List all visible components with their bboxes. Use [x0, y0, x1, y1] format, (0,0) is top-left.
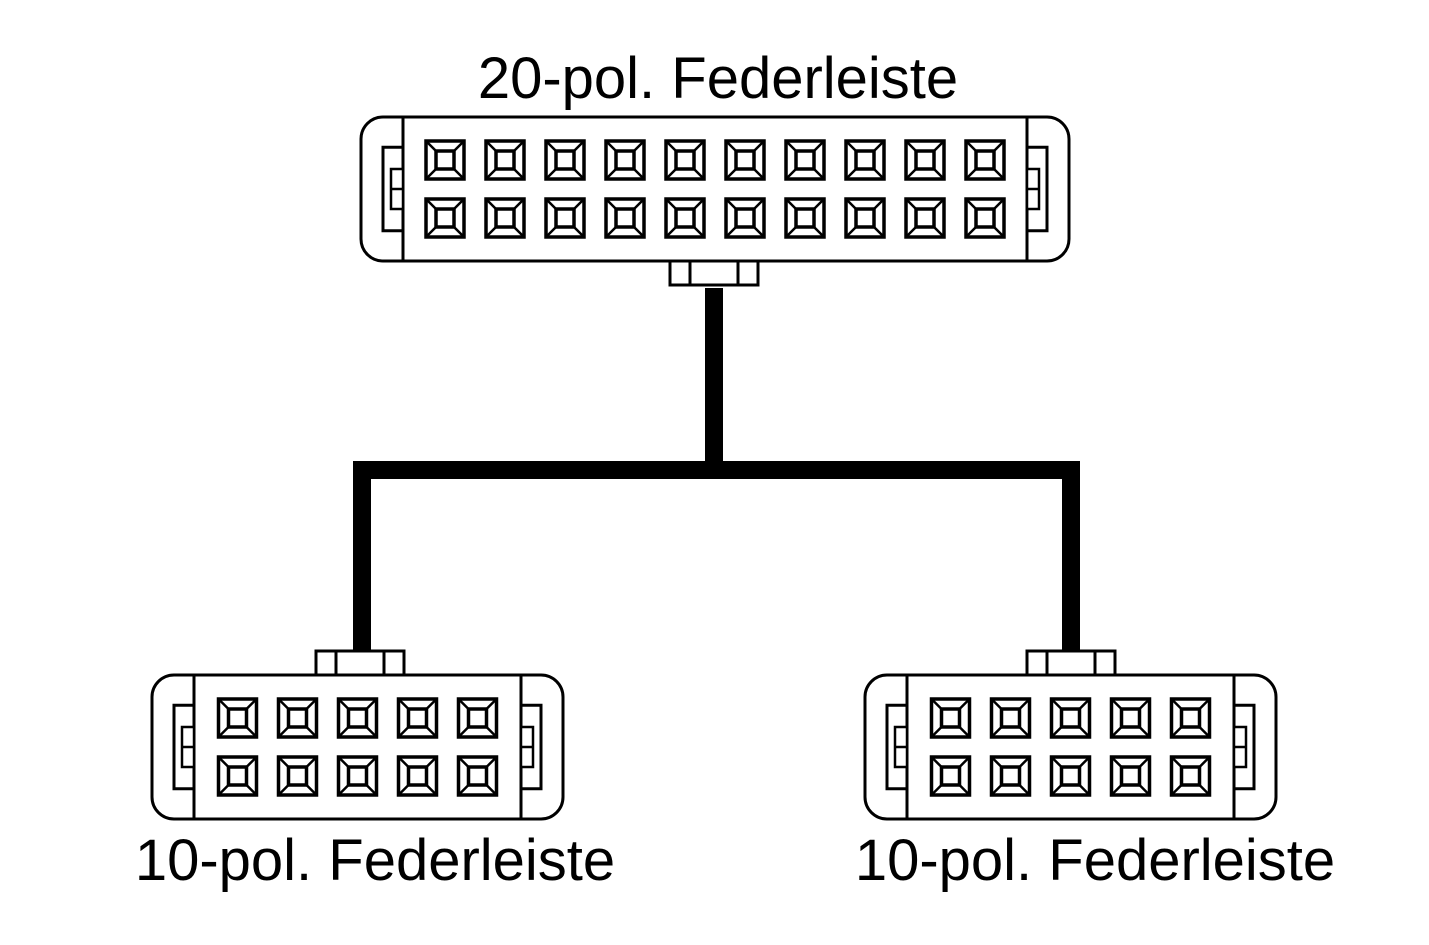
connector-housing	[150, 673, 565, 821]
contact-pin	[664, 197, 706, 239]
contact-pin	[989, 697, 1032, 739]
contact-pin	[904, 139, 946, 181]
contact-pin	[1109, 697, 1152, 739]
contact-pin	[964, 139, 1006, 181]
connector-10-pin-left	[150, 649, 565, 821]
contact-pin	[396, 755, 439, 797]
contact-pin	[1169, 697, 1212, 739]
connector-bottom-right-label: 10-pol. Federleiste	[855, 828, 1335, 893]
contact-pin	[604, 197, 646, 239]
contact-pin	[216, 755, 259, 797]
contact-pin	[604, 139, 646, 181]
contact-pin	[844, 139, 886, 181]
contact-pin	[844, 197, 886, 239]
connector-bottom-left-label: 10-pol. Federleiste	[135, 828, 615, 893]
contact-pin	[276, 697, 319, 739]
contact-pin	[424, 139, 466, 181]
contact-pin	[276, 755, 319, 797]
contact-pin	[396, 697, 439, 739]
contact-pin	[989, 755, 1032, 797]
contact-pin	[544, 139, 586, 181]
latch-right	[1232, 703, 1256, 791]
contact-pin	[424, 197, 466, 239]
latch-right	[519, 703, 543, 791]
contact-pin	[484, 197, 526, 239]
latch-left	[172, 703, 196, 791]
contact-pin	[964, 197, 1006, 239]
contact-pin	[929, 755, 972, 797]
contact-pin	[544, 197, 586, 239]
contact-pin	[929, 697, 972, 739]
contact-pin	[456, 697, 499, 739]
connector-housing	[863, 673, 1278, 821]
latch-left	[885, 703, 909, 791]
cable-branch-left	[353, 461, 1080, 651]
cable	[353, 288, 1080, 651]
latch-left	[381, 145, 405, 233]
contact-pin	[336, 697, 379, 739]
connector-tab	[1025, 649, 1117, 679]
contact-pin	[1049, 755, 1092, 797]
connector-20-pin	[359, 115, 1071, 287]
contact-pin	[456, 755, 499, 797]
connector-tab	[668, 257, 760, 287]
contact-pin	[724, 197, 766, 239]
contact-pin	[484, 139, 526, 181]
contact-pin	[336, 755, 379, 797]
contact-pin	[664, 139, 706, 181]
contact-pin	[1169, 755, 1212, 797]
connector-top-label: 20-pol. Federleiste	[478, 46, 958, 111]
connector-housing	[359, 115, 1071, 263]
contact-pin	[216, 697, 259, 739]
contact-pin	[784, 139, 826, 181]
contact-pin	[904, 197, 946, 239]
contact-pin	[724, 139, 766, 181]
contact-pin	[1109, 755, 1152, 797]
contact-pin	[784, 197, 826, 239]
connector-tab	[314, 649, 406, 679]
latch-right	[1025, 145, 1049, 233]
connector-10-pin-right	[863, 649, 1278, 821]
contact-pin	[1049, 697, 1092, 739]
